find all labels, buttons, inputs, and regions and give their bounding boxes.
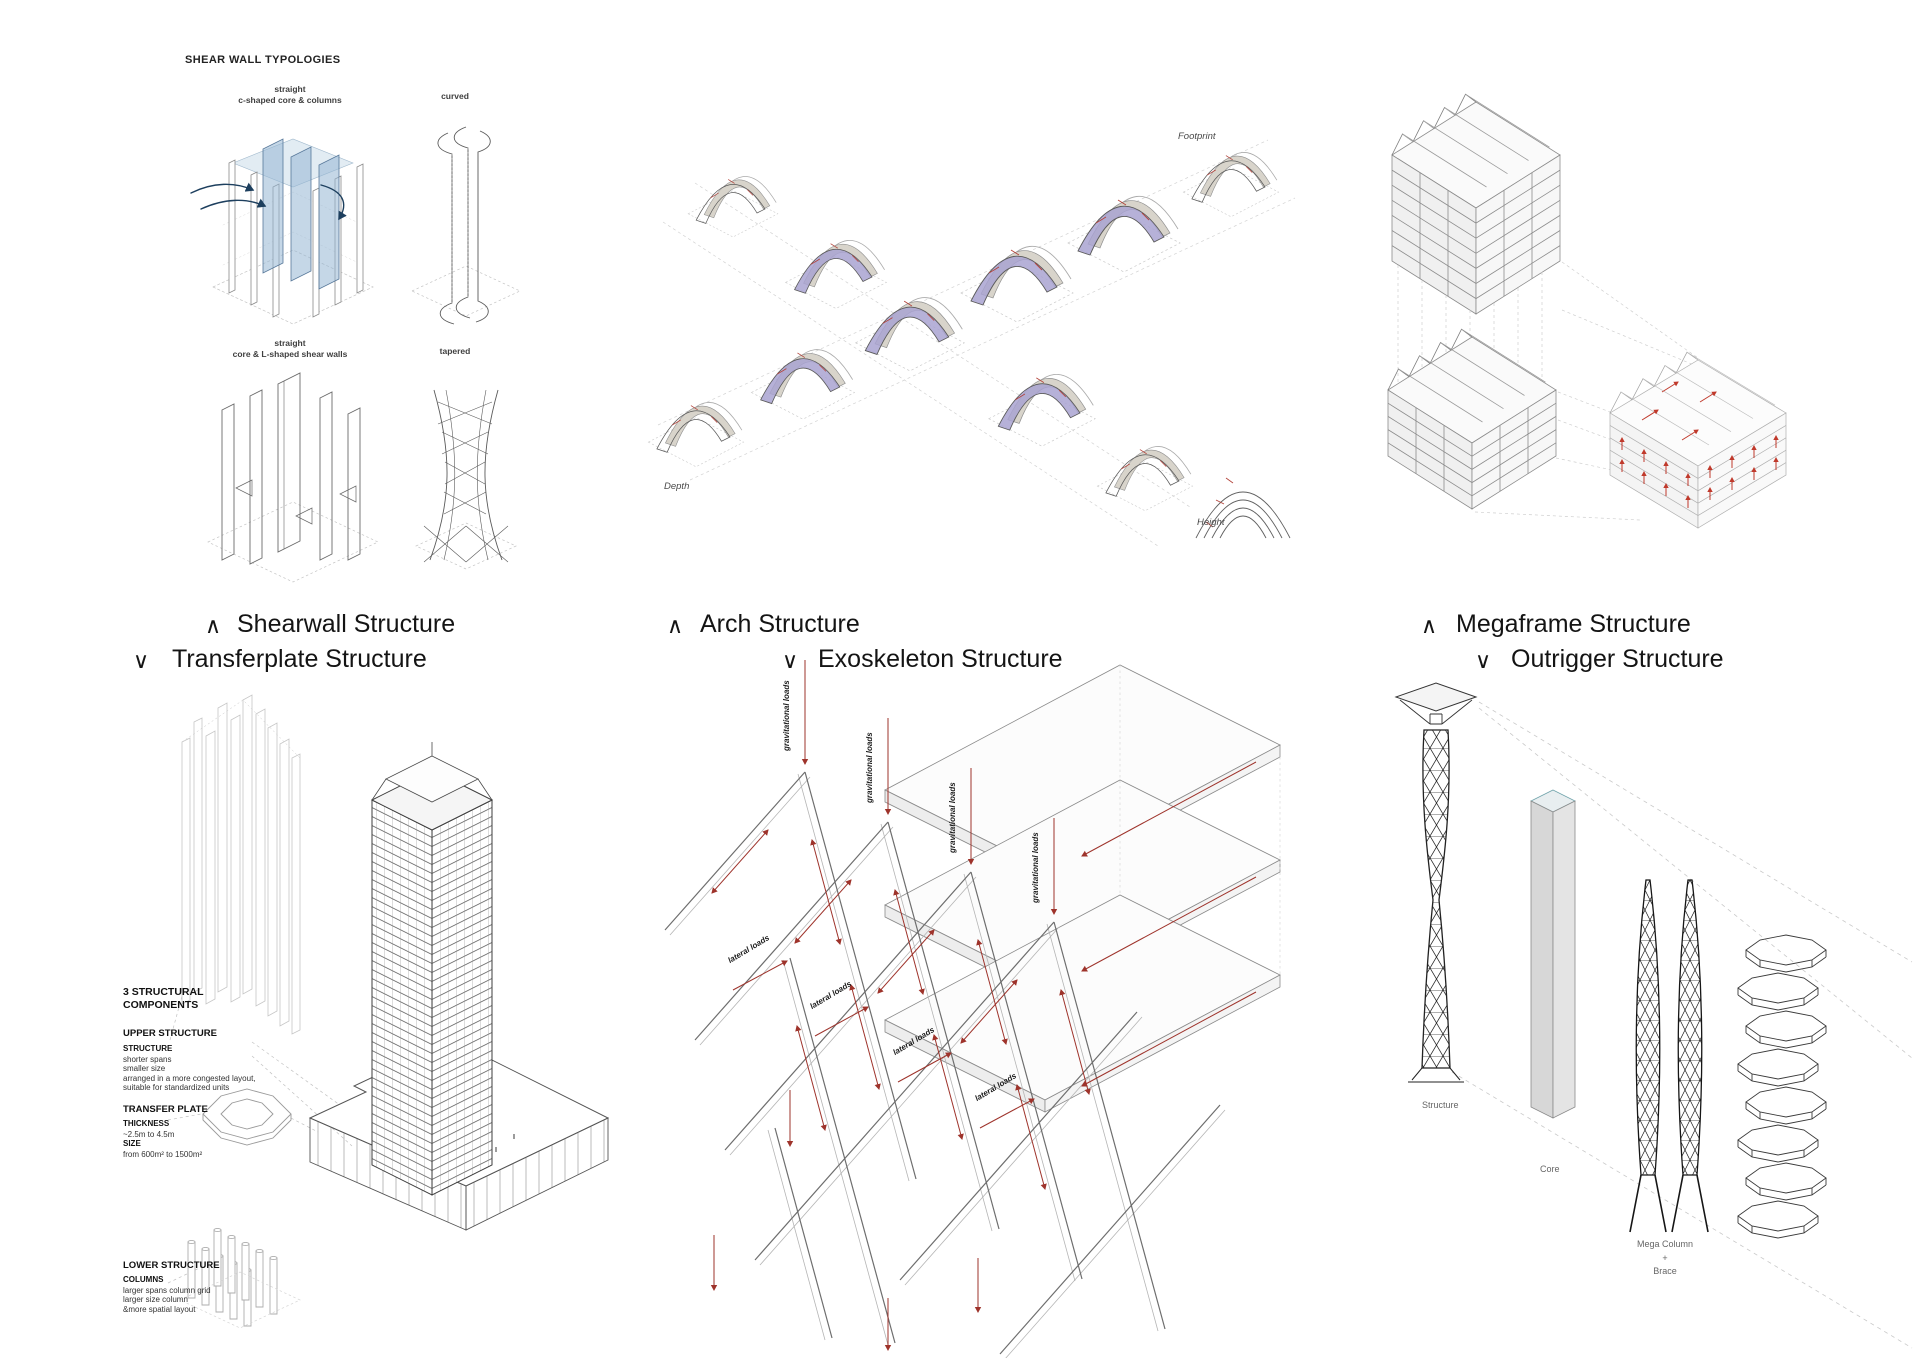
components-title: 3 STRUCTURAL COMPONENTS [123,986,204,1012]
lower-structure-columns [179,1227,301,1329]
typology-label-straight-cshaped: straight c-shaped core & columns [238,84,342,106]
core-column [1530,789,1576,1119]
header-arch: Arch Structure [700,610,860,638]
down-chevron-icon: ∨ [782,648,799,673]
exoskeleton-drawing [664,660,1281,1358]
structure-tower [1394,682,1478,1083]
up-chevron-icon: ∧ [667,613,684,638]
mega-column-brace-label: Mega Column + Brace [1636,1239,1694,1276]
footprint-label: Footprint [1178,131,1216,142]
transfer-plate-hexagon [202,1088,292,1146]
typology-label-tapered: tapered [439,346,471,356]
load-arrows [710,660,1257,1351]
up-chevron-icon: ∧ [205,613,222,638]
typology-label-curved: curved [441,91,469,101]
structure-label: Structure [1422,1100,1459,1110]
megaframe-drawing [1387,93,1787,529]
typology-label-straight-lshaped: straight core & L-shaped shear walls [232,338,348,360]
header-transferplate: Transferplate Structure [172,645,427,673]
gravitational-loads-label: gravitational loads [1031,832,1040,903]
brace-ring-stack [1737,934,1827,1239]
gravitational-loads-label: gravitational loads [948,782,957,853]
core-label: Core [1540,1164,1560,1174]
lower-structure-note: LOWER STRUCTURE COLUMNS larger spans col… [123,1260,220,1314]
header-exoskeleton: Exoskeleton Structure [818,645,1063,673]
mega-column-masts [1629,879,1709,1233]
depth-label: Depth [664,481,690,492]
shearwall-typologies-drawing [190,126,521,583]
height-arcs [1195,477,1291,539]
up-chevron-icon: ∧ [1421,613,1438,638]
sheet-title: SHEAR WALL TYPOLOGIES [185,54,341,66]
main-tower [370,742,494,1196]
upper-structure-ghost [181,694,301,1035]
transfer-plate-note: TRANSFER PLATE THICKNESS ~2.5m to 4.5m S… [123,1104,208,1159]
height-label: Height [1197,517,1225,528]
gravitational-loads-label: gravitational loads [782,680,791,751]
upper-structure-note: UPPER STRUCTURE STRUCTURE shorter spans … [123,1028,256,1093]
header-outrigger: Outrigger Structure [1511,645,1724,673]
arch-structure-drawing [648,139,1296,547]
outrigger-drawing [1394,682,1913,1349]
down-chevron-icon: ∨ [133,648,150,673]
down-chevron-icon: ∨ [1475,648,1492,673]
header-shearwall: Shearwall Structure [237,610,456,638]
transferplate-drawing [167,694,610,1329]
header-megaframe: Megaframe Structure [1456,610,1691,638]
gravitational-loads-label: gravitational loads [865,732,874,803]
